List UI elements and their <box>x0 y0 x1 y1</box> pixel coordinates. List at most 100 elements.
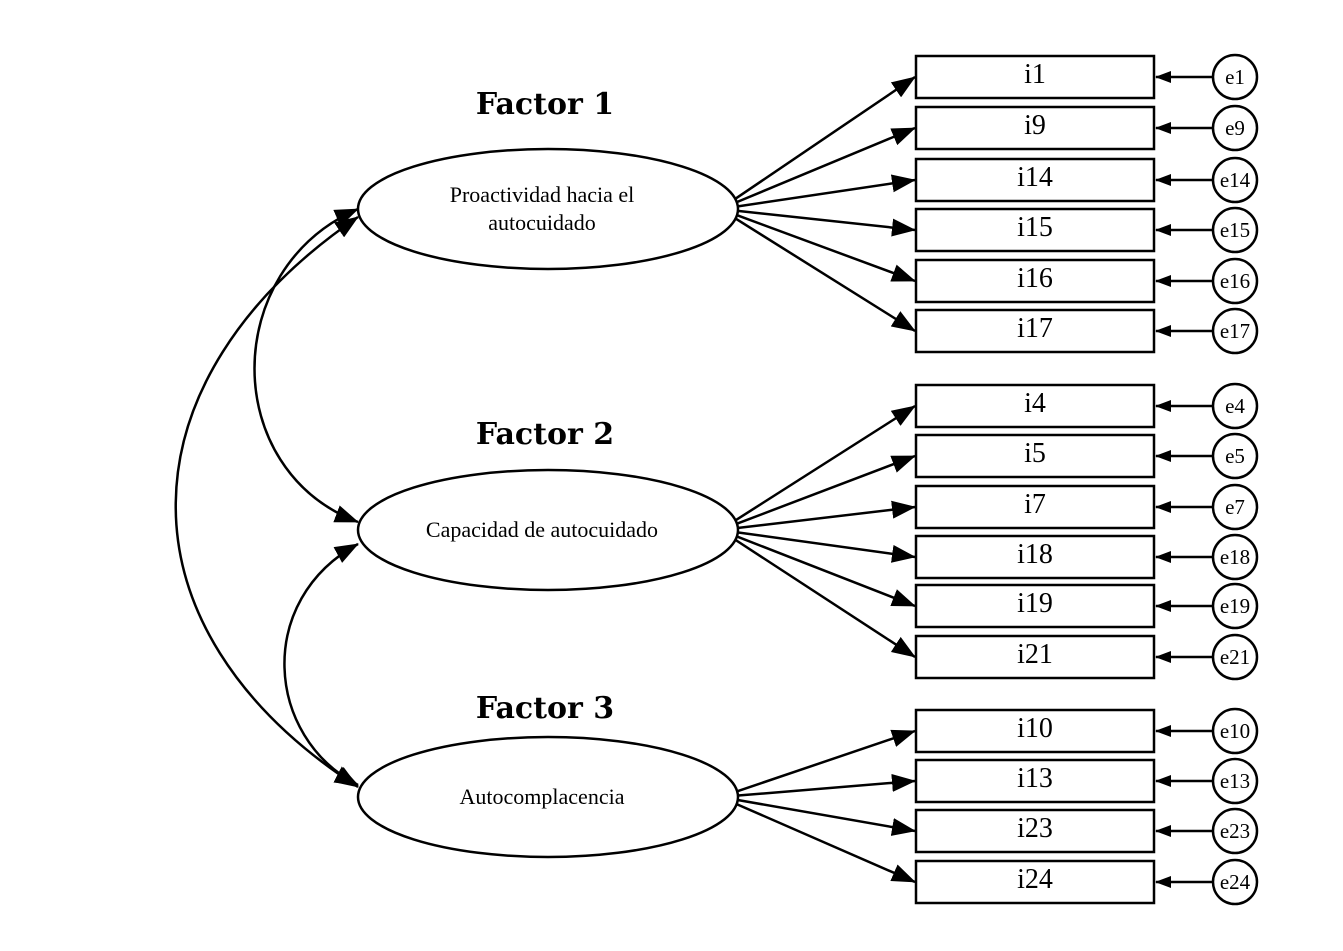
latent-factors: Factor 1 Proactividad hacia el autocuidado… <box>356 87 740 859</box>
error-e19: e19 <box>1211 582 1259 630</box>
item-i10: i10 <box>914 708 1156 754</box>
error-e4: e4 <box>1211 382 1259 430</box>
item-label: i5 <box>1024 438 1046 469</box>
factor-1: Factor 1 Proactividad hacia el autocuidado <box>356 87 740 271</box>
error-e15: e15 <box>1211 206 1259 254</box>
error-e13: e13 <box>1211 757 1259 805</box>
loading-arrow <box>731 500 916 530</box>
item-i23: i23 <box>914 808 1156 854</box>
item-label: i4 <box>1024 388 1046 419</box>
loading-arrow <box>731 536 916 659</box>
error-label: e15 <box>1220 218 1250 242</box>
error-e21: e21 <box>1211 633 1259 681</box>
error-e10: e10 <box>1211 707 1259 755</box>
item-i16: i16 <box>914 258 1156 304</box>
item-box <box>914 708 1156 754</box>
loading-arrow <box>731 454 916 527</box>
item-i24: i24 <box>914 859 1156 905</box>
item-box <box>914 54 1156 100</box>
factor-ellipse <box>356 468 740 592</box>
factor-loading-arrows <box>731 75 916 884</box>
error-label: e1 <box>1225 65 1245 89</box>
item-box <box>914 484 1156 530</box>
loading-arrow <box>731 209 916 237</box>
factor-title: Factor 2 <box>476 417 614 452</box>
item-i19: i19 <box>914 583 1156 629</box>
error-label: e17 <box>1220 319 1250 343</box>
item-label: i24 <box>1017 864 1053 895</box>
error-e9: e9 <box>1211 104 1259 152</box>
loading-arrow <box>731 530 916 563</box>
item-box <box>914 433 1156 479</box>
item-label: i10 <box>1017 713 1053 744</box>
factor-ellipse <box>356 735 740 859</box>
error-label: e10 <box>1220 719 1250 743</box>
factor-ellipse <box>356 147 740 271</box>
item-label: i13 <box>1017 763 1053 794</box>
error-label: e7 <box>1225 495 1245 519</box>
item-i7: i7 <box>914 484 1156 530</box>
covariance-arrow <box>283 542 359 787</box>
item-label: i23 <box>1017 813 1053 844</box>
item-box <box>914 207 1156 253</box>
item-box <box>914 758 1156 804</box>
factor-label: Proactividad hacia el <box>450 182 634 207</box>
item-label: i9 <box>1024 110 1046 141</box>
error-e16: e16 <box>1211 257 1259 305</box>
loading-arrow <box>731 533 916 608</box>
item-i5: i5 <box>914 433 1156 479</box>
loading-arrow <box>731 75 916 203</box>
error-e18: e18 <box>1211 533 1259 581</box>
covariance-arrows <box>174 207 359 789</box>
factor-title: Factor 1 <box>476 87 614 122</box>
error-e24: e24 <box>1211 858 1259 906</box>
loading-arrow <box>731 126 916 206</box>
item-box <box>914 258 1156 304</box>
error-label: e13 <box>1220 769 1250 793</box>
error-label: e21 <box>1220 645 1250 669</box>
error-e23: e23 <box>1211 807 1259 855</box>
error-label: e24 <box>1220 870 1251 894</box>
item-i21: i21 <box>914 634 1156 680</box>
item-box <box>914 634 1156 680</box>
loading-arrow <box>731 215 916 333</box>
item-box <box>914 308 1156 354</box>
item-label: i16 <box>1017 263 1053 294</box>
loading-arrow <box>731 729 916 795</box>
item-label: i18 <box>1017 539 1053 570</box>
item-label: i21 <box>1017 639 1053 670</box>
item-i14: i14 <box>914 157 1156 203</box>
item-i18: i18 <box>914 534 1156 580</box>
loading-arrow <box>731 773 916 798</box>
item-label: i15 <box>1017 212 1053 243</box>
item-box <box>914 583 1156 629</box>
item-box <box>914 808 1156 854</box>
error-e14: e14 <box>1211 156 1259 204</box>
item-label: i14 <box>1017 162 1053 193</box>
loading-arrow <box>731 212 916 283</box>
observed-items: i1i9i14i15i16i17i4i5i7i18i19i21i10i13i23… <box>914 54 1156 905</box>
error-e7: e7 <box>1211 483 1259 531</box>
item-i4: i4 <box>914 383 1156 429</box>
item-box <box>914 105 1156 151</box>
covariance-arrow <box>253 207 359 524</box>
item-box <box>914 534 1156 580</box>
error-e17: e17 <box>1211 307 1259 355</box>
loading-arrow <box>731 174 916 209</box>
item-i9: i9 <box>914 105 1156 151</box>
item-box <box>914 383 1156 429</box>
error-label: e9 <box>1225 116 1245 140</box>
error-label: e4 <box>1225 394 1245 418</box>
item-label: i7 <box>1024 489 1046 520</box>
error-e5: e5 <box>1211 432 1259 480</box>
loading-arrow <box>731 800 916 884</box>
item-box <box>914 157 1156 203</box>
item-i1: i1 <box>914 54 1156 100</box>
item-i13: i13 <box>914 758 1156 804</box>
loading-arrow <box>731 797 916 836</box>
factor-label: autocuidado <box>488 210 596 235</box>
